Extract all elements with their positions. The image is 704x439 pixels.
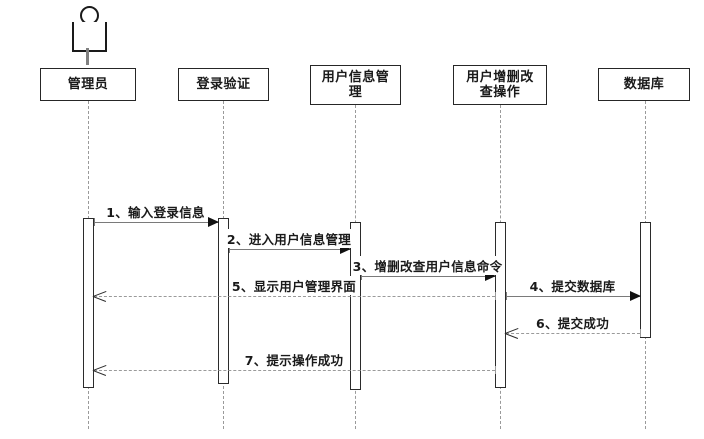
message-label-3: 3、增删改查用户信息命令 [350,256,505,275]
lifeline-label-line: 管理员 [67,76,109,92]
message-line-1 [93,222,218,223]
lifeline-header-admin[interactable]: 管理员 [40,68,136,101]
message-line-2 [228,249,350,250]
activation-bar-admin [82,218,94,388]
arrowhead-filled-right-3 [484,271,496,281]
message-tail-3 [360,272,362,280]
arrowhead-open-left-7 [93,363,106,377]
lifeline-header-database[interactable]: 数据库 [598,68,690,101]
message-label-1: 1、输入登录信息 [104,202,207,221]
message-tail-5 [494,292,496,300]
arrowhead-filled-right-1 [207,217,219,227]
actor-body-icon [72,22,107,52]
message-label-2: 2、进入用户信息管理 [224,229,354,248]
activation-bar-login [217,218,229,384]
message-line-4 [505,296,640,297]
message-line-6 [505,333,640,334]
message-tail-4 [505,292,507,300]
message-line-5 [93,296,495,297]
lifeline-label-admin: 管理员 [65,77,112,92]
lifeline-label-crud: 用户增删改查操作 [463,70,537,101]
activation-bar-crud [494,222,506,388]
activation-bar-database [639,222,651,338]
lifeline-label-login: 登录验证 [193,77,253,92]
lifeline-label-database: 数据库 [621,77,668,92]
message-line-7 [93,370,495,371]
lifeline-label-line: 数据库 [623,76,665,92]
message-tail-7 [494,366,496,374]
message-tail-6 [639,329,641,337]
lifeline-label-line: 用户增删改 [466,69,534,85]
lifeline-header-userinfo[interactable]: 用户信息管理 [310,65,401,105]
message-tail-2 [228,245,230,253]
message-label-4: 4、提交数据库 [527,276,618,295]
arrowhead-filled-right-4 [629,291,641,301]
arrowhead-open-left-5 [93,289,106,303]
message-tail-1 [93,218,95,226]
actor-leg-icon [86,48,89,65]
message-label-5: 5、显示用户管理界面 [229,276,359,295]
lifeline-label-line: 登录验证 [196,76,251,92]
lifeline-header-login[interactable]: 登录验证 [178,68,269,101]
lifeline-label-line: 用户信息管 [321,69,390,85]
lifeline-label-line: 理 [348,85,363,100]
arrowhead-open-left-6 [505,326,518,340]
message-label-6: 6、提交成功 [534,313,611,332]
activation-bar-userinfo [349,222,361,390]
lifeline-label-line: 查操作 [479,85,521,100]
lifeline-header-crud[interactable]: 用户增删改查操作 [453,65,547,105]
message-line-3 [360,276,495,277]
lifeline-label-userinfo: 用户信息管理 [319,70,393,101]
message-label-7: 7、提示操作成功 [242,350,346,369]
arrowhead-filled-right-2 [339,244,351,254]
